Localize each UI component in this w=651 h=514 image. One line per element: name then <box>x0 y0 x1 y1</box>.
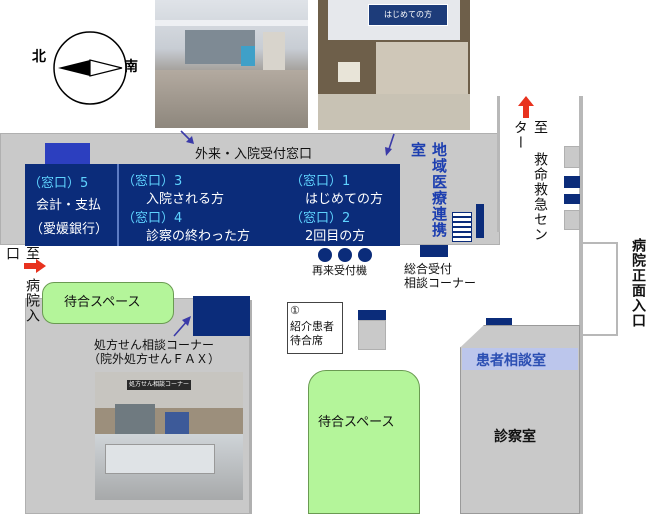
entrance-frame <box>582 242 618 336</box>
waiting-space-2 <box>308 370 420 514</box>
revisit-machine-label: 再来受付機 <box>312 264 367 277</box>
rx-lower-room <box>250 300 252 514</box>
reception-counter <box>25 164 400 246</box>
waiting-space-1 <box>42 282 174 324</box>
window2-text: 2回目の方 <box>305 229 366 244</box>
wall-block-navy <box>564 194 580 204</box>
window5-line1: 会計・支払 <box>36 198 102 213</box>
exam-top-block <box>486 318 512 325</box>
window5-bg <box>45 143 90 164</box>
chiiki-room-bg <box>402 136 458 240</box>
right-arrow-icon <box>24 259 46 273</box>
revisit-machine-1[interactable] <box>318 248 332 262</box>
wall-block <box>564 146 580 168</box>
referral-number: ① <box>290 304 300 317</box>
pointer-arrow-icon <box>180 130 194 144</box>
window4-text: 診察の終わった方 <box>146 229 251 244</box>
rx-counter-block <box>193 296 250 336</box>
compass <box>52 30 128 106</box>
stairs-side <box>476 204 484 238</box>
hospital-entrance-label: 至 病院入口 <box>4 246 40 323</box>
up-arrow-icon <box>518 96 534 118</box>
wall-block-navy <box>564 176 580 188</box>
referral-label: 紹介患者 待合席 <box>290 320 334 347</box>
window5-number: （窓口）5 <box>28 176 89 191</box>
revisit-machine-3[interactable] <box>358 248 372 262</box>
referral-block-top <box>358 310 386 320</box>
corridor-line-right <box>579 96 583 514</box>
general-desk-block <box>420 245 448 257</box>
pointer-arrow-icon <box>173 316 191 337</box>
photo-sign: はじめての方 <box>368 4 448 26</box>
patient-consult-room <box>462 348 578 370</box>
referral-box <box>287 302 343 354</box>
corridor-line-left <box>497 96 500 232</box>
referral-block <box>358 320 386 350</box>
counter-divider <box>117 164 119 246</box>
exam-room-label: 診察室 <box>494 429 536 445</box>
window1-text: はじめての方 <box>305 192 384 207</box>
pointer-arrow-icon <box>385 133 395 156</box>
revisit-machine-2[interactable] <box>338 248 352 262</box>
photo-reception-hall <box>155 0 308 128</box>
window5-line2: （愛媛銀行） <box>30 222 109 237</box>
waiting-space-2-label: 待合スペース <box>318 415 395 430</box>
compass-north: 北 <box>32 49 46 65</box>
window2-number: （窓口）2 <box>290 211 351 226</box>
stairs <box>452 212 472 242</box>
rx-corner-label: 処方せん相談コーナー （院外処方せんＦＡＸ） <box>88 338 221 366</box>
window3-text: 入院される方 <box>146 192 225 207</box>
window1-number: （窓口）1 <box>290 174 351 189</box>
patient-consult-label: 患者相談室 <box>476 353 546 369</box>
waiting-space-1-label: 待合スペース <box>64 295 141 310</box>
compass-south: 南 <box>124 59 138 75</box>
chiiki-room-label: 地域医療連携室 <box>409 142 448 238</box>
compass-icon <box>53 31 127 105</box>
wall-block <box>564 210 580 230</box>
photo-sign: 処方せん相談コーナー <box>127 380 191 390</box>
photo-rx-corner: 処方せん相談コーナー <box>95 372 243 500</box>
window3-number: （窓口）3 <box>122 174 183 189</box>
emergency-direction: 至 救命救急センター <box>512 120 548 242</box>
general-desk-label: 総合受付 相談コーナー <box>404 262 477 290</box>
main-entrance-label: 病院正面入口 <box>630 238 646 328</box>
window4-number: （窓口）4 <box>122 211 183 226</box>
counter-title: 外来・入院受付窓口 <box>195 147 313 162</box>
photo-first-visit-desk: はじめての方 <box>318 0 470 130</box>
